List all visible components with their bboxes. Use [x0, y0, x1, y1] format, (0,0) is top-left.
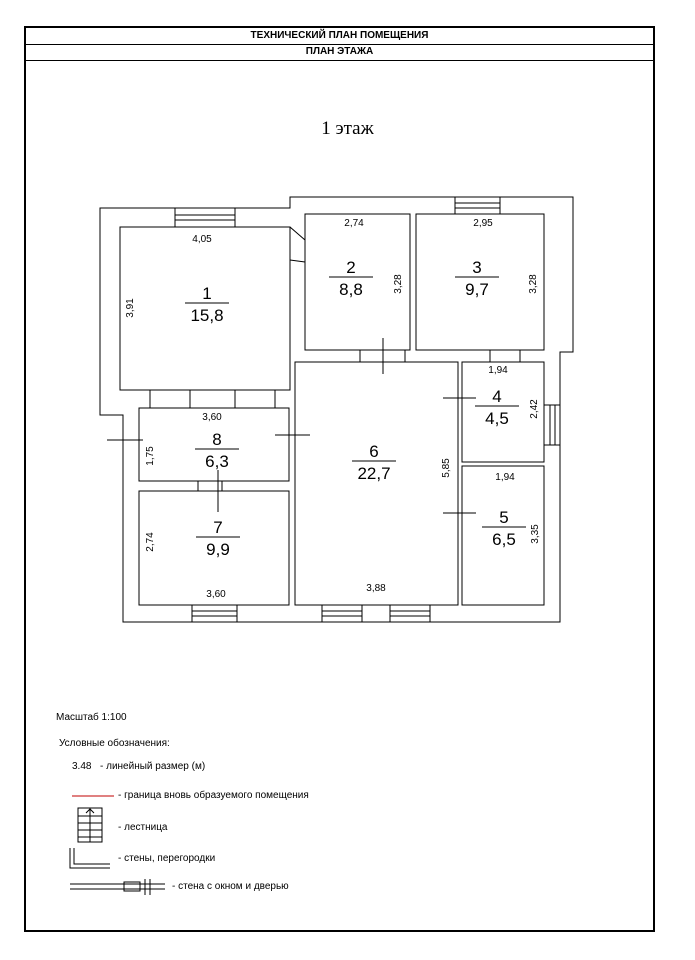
room-3-dimension-1: 2,95	[473, 218, 493, 229]
room-8-area: 6,3	[205, 452, 229, 471]
legend-sample-value: 3.48	[72, 761, 92, 772]
room-4-dimension-1: 1,94	[488, 365, 508, 376]
room-6-dimension-2: 5,85	[441, 458, 452, 478]
room-6-number: 6	[369, 442, 378, 461]
room-1-dimension-2: 3,91	[125, 298, 136, 318]
room-5-outline	[461, 465, 545, 606]
room-4-number: 4	[492, 387, 501, 406]
window-room-6-b	[389, 604, 431, 623]
opening-room-4	[489, 349, 521, 363]
window-room-4	[543, 404, 561, 446]
room-5-area: 6,5	[492, 530, 516, 549]
room-2-number: 2	[346, 258, 355, 277]
opening-room-1-8-b	[234, 389, 276, 409]
window-room-6-a	[321, 604, 363, 623]
room-2-area: 8,8	[339, 280, 363, 299]
room-7-dimension-1: 3,60	[206, 589, 226, 600]
room-4-dimension-2: 2,42	[529, 399, 540, 419]
room-2-dimension-2: 3,28	[393, 274, 404, 294]
room-3-number: 3	[472, 258, 481, 277]
room-7-dimension-2: 2,74	[145, 532, 156, 552]
legend-wall-window-door-icon	[70, 879, 165, 895]
scale-label: Масштаб 1:100	[56, 712, 127, 723]
legend-symbols	[69, 795, 165, 895]
room-labels: 1 15,8 2 8,8 3 9,7 4 4,5 5 6,5 6 22,7 7 9,9 8 6,3	[185, 258, 526, 559]
plan-title: ТЕХНИЧЕСКИЙ ПЛАН ПОМЕЩЕНИЯ	[26, 28, 653, 45]
room-6-area: 22,7	[357, 464, 390, 483]
outer-wall	[99, 196, 574, 623]
room-5-dimension-2: 3,35	[530, 524, 541, 544]
room-6-dimension-1: 3,88	[366, 583, 386, 594]
legend-walls-icon	[69, 848, 110, 869]
room-dimensions: 4,05 3,91 2,74 3,28 2,95 3,28 1,94 2,42 1,94 3,35…	[125, 218, 541, 600]
legend-title: Условные обозначения:	[59, 738, 170, 749]
room-1-number: 1	[202, 284, 211, 303]
floor-title: 1 этаж	[321, 118, 374, 139]
legend-wall-window-door: - стена с окном и дверью	[172, 881, 289, 892]
legend-walls: - стены, перегородки	[118, 853, 216, 864]
room-8-dimension-1: 3,60	[202, 412, 222, 423]
window-room-3	[454, 196, 501, 215]
room-4-area: 4,5	[485, 409, 509, 428]
room-6-outline	[294, 361, 459, 606]
window-room-7	[191, 604, 238, 623]
legend-new-border: - граница вновь образуемого помещения	[118, 790, 309, 801]
room-7-number: 7	[213, 518, 222, 537]
room-8-number: 8	[212, 430, 221, 449]
legend-stairs: - лестница	[118, 822, 168, 833]
wall-chamfer	[289, 226, 306, 263]
room-7-area: 9,9	[206, 540, 230, 559]
room-1-dimension-1: 4,05	[192, 234, 212, 245]
legend-linear-size: - линейный размер (м)	[100, 761, 206, 772]
plan-sheet: ТЕХНИЧЕСКИЙ ПЛАН ПОМЕЩЕНИЯ ПЛАН ЭТАЖА	[24, 26, 655, 932]
legend-stairs-icon	[77, 807, 103, 843]
room-5-dimension-1: 1,94	[495, 472, 515, 483]
room-3-area: 9,7	[465, 280, 489, 299]
room-2-outline	[304, 213, 411, 351]
opening-room-8-7	[197, 480, 223, 492]
room-2-dimension-1: 2,74	[344, 218, 364, 229]
opening-room-1-8	[149, 389, 191, 409]
room-8-dimension-2: 1,75	[145, 446, 156, 466]
room-5-number: 5	[499, 508, 508, 527]
plan-subtitle: ПЛАН ЭТАЖА	[26, 44, 653, 61]
window-room-1	[174, 207, 236, 228]
room-3-dimension-2: 3,28	[528, 274, 539, 294]
room-1-area: 15,8	[190, 306, 223, 325]
